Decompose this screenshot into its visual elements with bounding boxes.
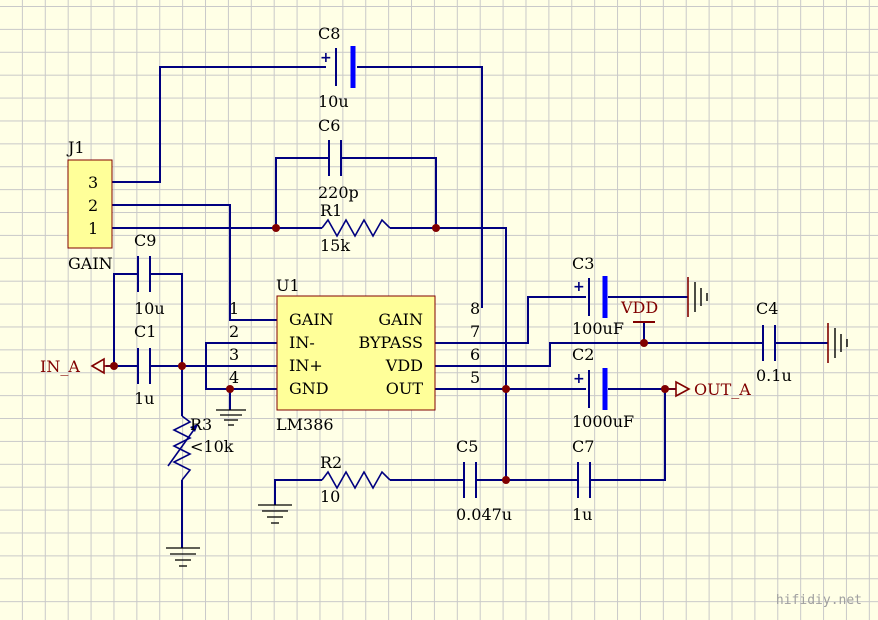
c9-ref: C9 [134,231,156,250]
vdd-power-port: VDD [620,298,658,323]
capacitor-c2: + C2 1000uF [572,345,634,431]
j1-pin-3: 3 [88,173,98,192]
capacitor-c6: C6 220p [318,116,359,202]
c6-value: 220p [318,183,359,202]
connector-j1: J1 3 2 1 GAIN [66,138,113,273]
wire-r2-gnd [274,479,322,505]
capacitor-c3: + C3 100uF [572,254,624,338]
resistor-r2: R2 10 [320,453,391,506]
ground-r2-icon [258,504,292,524]
in-a-label: IN_A [40,357,80,376]
c8-ref: C8 [318,24,340,43]
capacitor-c7: C7 1u [572,437,594,524]
wire-r1-right [390,227,507,480]
wire-c8-left [112,66,326,183]
u1-pin7-name: BYPASS [358,333,423,352]
junction-dot [640,339,648,347]
capacitor-c4: C4 0.1u [756,299,792,385]
wire-c8-right [357,66,483,308]
ground-r3-icon [166,547,200,567]
u1-pin4-name: GND [289,379,329,398]
wire-c7-out [590,389,666,481]
u1-pin2-name: IN- [289,333,315,352]
c4-ref: C4 [756,299,778,318]
wire-pin6-vdd [435,342,762,367]
u1-pin2-num: 2 [229,322,239,341]
u1-pin3-name: IN+ [289,356,323,375]
ground-u1-icon [216,409,246,426]
c2-plus-sign: + [573,371,585,387]
junction-dot [110,362,118,370]
r2-ref: R2 [320,453,342,472]
u1-pin1-name: GAIN [289,310,334,329]
c8-value: 10u [318,92,349,111]
c6-ref: C6 [318,116,340,135]
junctions [110,224,669,484]
ic-u1: U1 LM386 1 2 3 4 GAIN IN- IN+ GND 8 7 6 … [229,276,480,434]
u1-pin1-num: 1 [229,299,239,318]
j1-ref: J1 [66,138,85,157]
u1-pin7-num: 7 [470,322,480,341]
c1-value: 1u [134,389,154,408]
junction-dot [502,385,510,393]
u1-part: LM386 [276,415,334,434]
c5-ref: C5 [456,437,478,456]
r3-value: <10k [190,437,234,456]
u1-pin5-name: OUT [386,379,424,398]
j1-pin-2: 2 [88,196,98,215]
junction-dot [178,362,186,370]
j1-label: GAIN [68,254,113,273]
out-a-label: OUT_A [694,380,751,399]
capacitor-c5: C5 0.047u [456,437,512,524]
c2-ref: C2 [572,345,594,364]
ground-c3-icon [687,277,708,317]
u1-pin3-num: 3 [229,345,239,364]
vdd-label: VDD [620,298,658,317]
ground-c4-icon [827,323,848,363]
r3-ref: R3 [190,415,212,434]
u1-pin8-name: GAIN [378,310,423,329]
c5-value: 0.047u [456,505,512,524]
junction-dot [226,385,234,393]
output-port-out-a: OUT_A [667,380,751,399]
wire-c6-loop [275,157,437,228]
junction-dot [661,385,669,393]
u1-ref: U1 [276,276,300,295]
capacitor-c8: + C8 10u [318,24,356,111]
c3-ref: C3 [572,254,594,273]
c3-value: 100uF [572,319,624,338]
c9-value: 10u [134,299,165,318]
u1-pin6-name: VDD [385,356,423,375]
watermark: hifidiy.net [776,593,862,608]
j1-pin-1: 1 [88,219,98,238]
r2-value: 10 [320,487,340,506]
wire-pin7-c3 [435,296,586,344]
junction-dot [272,224,280,232]
u1-pin4-num: 4 [229,368,239,387]
wire-pin2-pin4 [205,342,277,390]
r1-ref: R1 [320,201,342,220]
c3-plus-sign: + [573,279,585,295]
c7-value: 1u [572,505,592,524]
potentiometer-r3: R3 <10k [167,415,234,481]
c2-value: 1000uF [572,412,634,431]
c1-ref: C1 [134,322,156,341]
u1-pin8-num: 8 [470,299,480,318]
wire-gain-pin1 [112,204,277,321]
u1-pin6-num: 6 [470,345,480,364]
capacitor-c9: C9 10u [134,231,165,318]
r1-value: 15k [320,236,350,255]
capacitor-c1: C1 1u [134,322,156,408]
u1-pin5-num: 5 [470,368,480,387]
c4-value: 0.1u [756,366,792,385]
c8-plus-sign: + [320,50,332,66]
input-port-in-a: IN_A [40,357,112,376]
junction-dot [432,224,440,232]
c7-ref: C7 [572,437,594,456]
resistor-r1: R1 15k [320,201,391,255]
wire-c9 [113,273,183,366]
wires [106,66,828,548]
junction-dot [502,476,510,484]
